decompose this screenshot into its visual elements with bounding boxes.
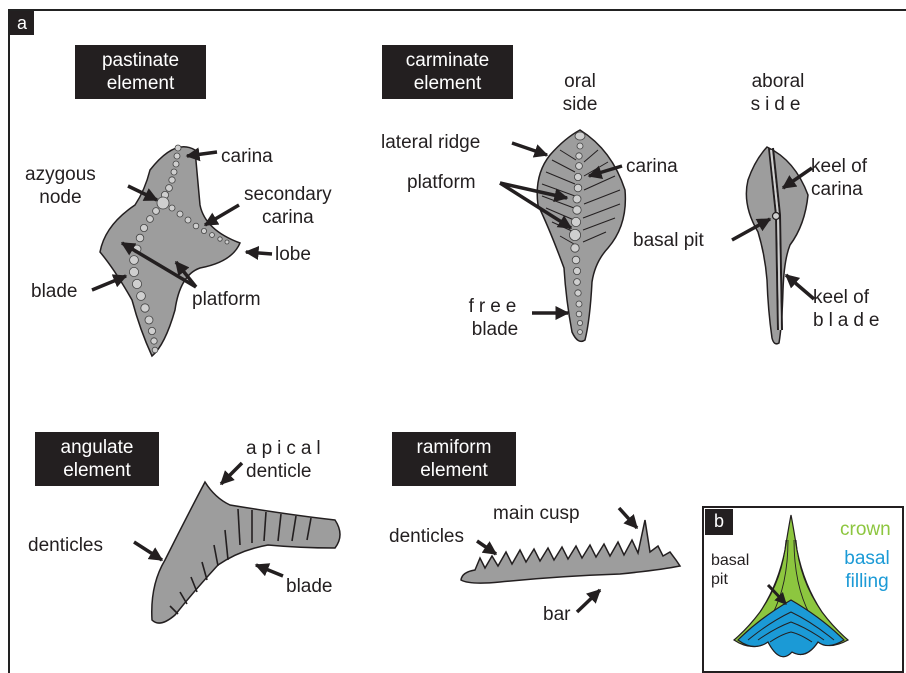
lateral-ridge-label: lateral ridge: [381, 131, 480, 154]
angulate-element-shape: [152, 482, 340, 623]
oral-line2: side: [552, 93, 608, 116]
inset-basal-line1: basal: [711, 551, 749, 570]
secondary-line2: carina: [244, 206, 332, 229]
crown-label: crown: [840, 518, 891, 541]
keel-of-carina-label: keel of carina: [811, 155, 867, 201]
apical-line1: apical: [246, 437, 326, 460]
carminate-title: carminate element: [382, 45, 513, 99]
carminate-platform-label: platform: [407, 171, 476, 194]
angulate-title-line2: element: [43, 459, 151, 482]
ramiform-title-line2: element: [400, 459, 508, 482]
basal-pit-label: basal pit: [633, 229, 704, 252]
ramiform-title-line1: ramiform: [400, 436, 508, 459]
carminate-title-line2: element: [390, 72, 505, 95]
keel-of-blade-label: keel of blade: [813, 286, 885, 332]
pastinate-blade-label: blade: [31, 280, 78, 303]
azygous-node-label: azygous node: [25, 163, 96, 209]
oral-side-label: oral side: [552, 70, 608, 116]
inset-basal-pit-label: basal pit: [711, 551, 749, 589]
oral-line1: oral: [552, 70, 608, 93]
ramiform-title: ramiform element: [392, 432, 516, 486]
pastinate-element-shape: [100, 145, 240, 356]
basal-filling-line2: filling: [835, 570, 899, 593]
main-cusp-label: main cusp: [493, 502, 580, 525]
pastinate-carina-label: carina: [221, 145, 273, 168]
free-line1: free: [462, 295, 528, 318]
pastinate-title-line1: pastinate: [83, 49, 198, 72]
pastinate-title: pastinate element: [75, 45, 206, 99]
pastinate-title-line2: element: [83, 72, 198, 95]
basal-filling-line1: basal: [835, 547, 899, 570]
free-line2: blade: [462, 318, 528, 341]
aboral-side-label: aboral side: [740, 70, 816, 116]
angulate-blade-label: blade: [286, 575, 333, 598]
keel-blade-line1: keel of: [813, 286, 885, 309]
keel-blade-line2: blade: [813, 309, 885, 332]
free-blade-label: free blade: [462, 295, 528, 341]
aboral-line1: aboral: [740, 70, 816, 93]
apical-denticle-label: apical denticle: [246, 437, 326, 483]
ramiform-denticles-label: denticles: [389, 525, 464, 548]
inset-basal-line2: pit: [711, 570, 749, 589]
panel-b-label: b: [705, 509, 733, 535]
keel-carina-line2: carina: [811, 178, 867, 201]
secondary-carina-label: secondary carina: [244, 183, 332, 229]
secondary-line1: secondary: [244, 183, 332, 206]
aboral-line2: side: [740, 93, 816, 116]
angulate-denticles-label: denticles: [28, 534, 103, 557]
azygous-line2: node: [25, 186, 96, 209]
angulate-title-line1: angulate: [43, 436, 151, 459]
bar-label: bar: [543, 603, 570, 626]
keel-carina-line1: keel of: [811, 155, 867, 178]
angulate-title: angulate element: [35, 432, 159, 486]
lobe-label: lobe: [275, 243, 311, 266]
pastinate-platform-label: platform: [192, 288, 261, 311]
carminate-oral-shape: [537, 130, 625, 341]
azygous-line1: azygous: [25, 163, 96, 186]
carminate-title-line1: carminate: [390, 49, 505, 72]
carminate-carina-label: carina: [626, 155, 678, 178]
apical-line2: denticle: [246, 460, 326, 483]
basal-filling-label: basal filling: [835, 547, 899, 593]
